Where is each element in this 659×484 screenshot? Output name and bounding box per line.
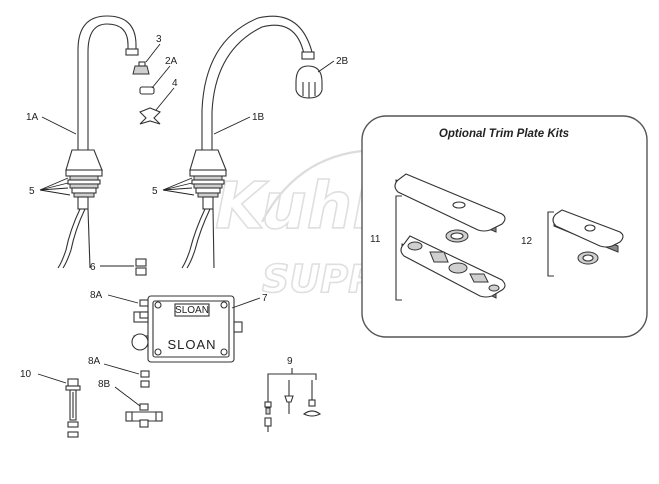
part-2a-insert [139, 86, 155, 95]
part-3-nut [132, 65, 150, 75]
kit-11-gasket [445, 229, 469, 243]
part-9-hardware [264, 368, 322, 432]
label-1b: 1B [252, 112, 265, 123]
control-box-7: SLOAN SLOAN [131, 295, 243, 363]
label-10: 10 [20, 369, 32, 380]
optional-kits-panel: Optional Trim Plate Kits 11 [361, 115, 648, 338]
kit-12-bracket [547, 211, 554, 277]
label-12: 12 [521, 236, 533, 247]
part-4-key [139, 107, 161, 125]
part-8a-bottom [140, 370, 150, 388]
label-8b: 8B [98, 379, 111, 390]
kit-12-plate [552, 209, 624, 253]
leader-lines [37, 43, 335, 407]
part-8a-top [139, 299, 149, 319]
box-brand-large: SLOAN [167, 337, 216, 352]
faucet-1a [57, 15, 139, 269]
label-5-left: 5 [29, 186, 35, 197]
kit-11-base [400, 235, 506, 299]
kit-11-plate [394, 173, 506, 233]
label-7: 7 [262, 293, 268, 304]
faucet-1b [181, 15, 323, 269]
kit-12-gasket [577, 251, 599, 265]
watermark-line1: Kuhl [215, 170, 375, 244]
label-11: 11 [370, 234, 381, 245]
label-6: 6 [90, 262, 96, 273]
aerator-parts [132, 61, 161, 125]
label-9: 9 [287, 356, 293, 367]
label-8a-bottom: 8A [88, 356, 101, 367]
part-10-shank [65, 378, 81, 438]
label-2a: 2A [165, 56, 178, 67]
label-8a-top: 8A [90, 290, 103, 301]
part-8b-tee [125, 403, 163, 428]
kit-11-bracket [395, 195, 402, 301]
label-2b: 2B [336, 56, 349, 67]
box-brand-small: SLOAN [175, 305, 209, 316]
label-1a: 1A [26, 112, 39, 123]
label-4: 4 [172, 78, 178, 89]
part-6-fittings [135, 258, 147, 276]
kits-title: Optional Trim Plate Kits [439, 128, 569, 140]
label-3: 3 [156, 34, 162, 45]
callout-labels: 3 2A 4 2B 1A 1B 5 5 6 8A 7 8A 8B 9 10 [20, 34, 349, 390]
label-5-right: 5 [152, 186, 158, 197]
